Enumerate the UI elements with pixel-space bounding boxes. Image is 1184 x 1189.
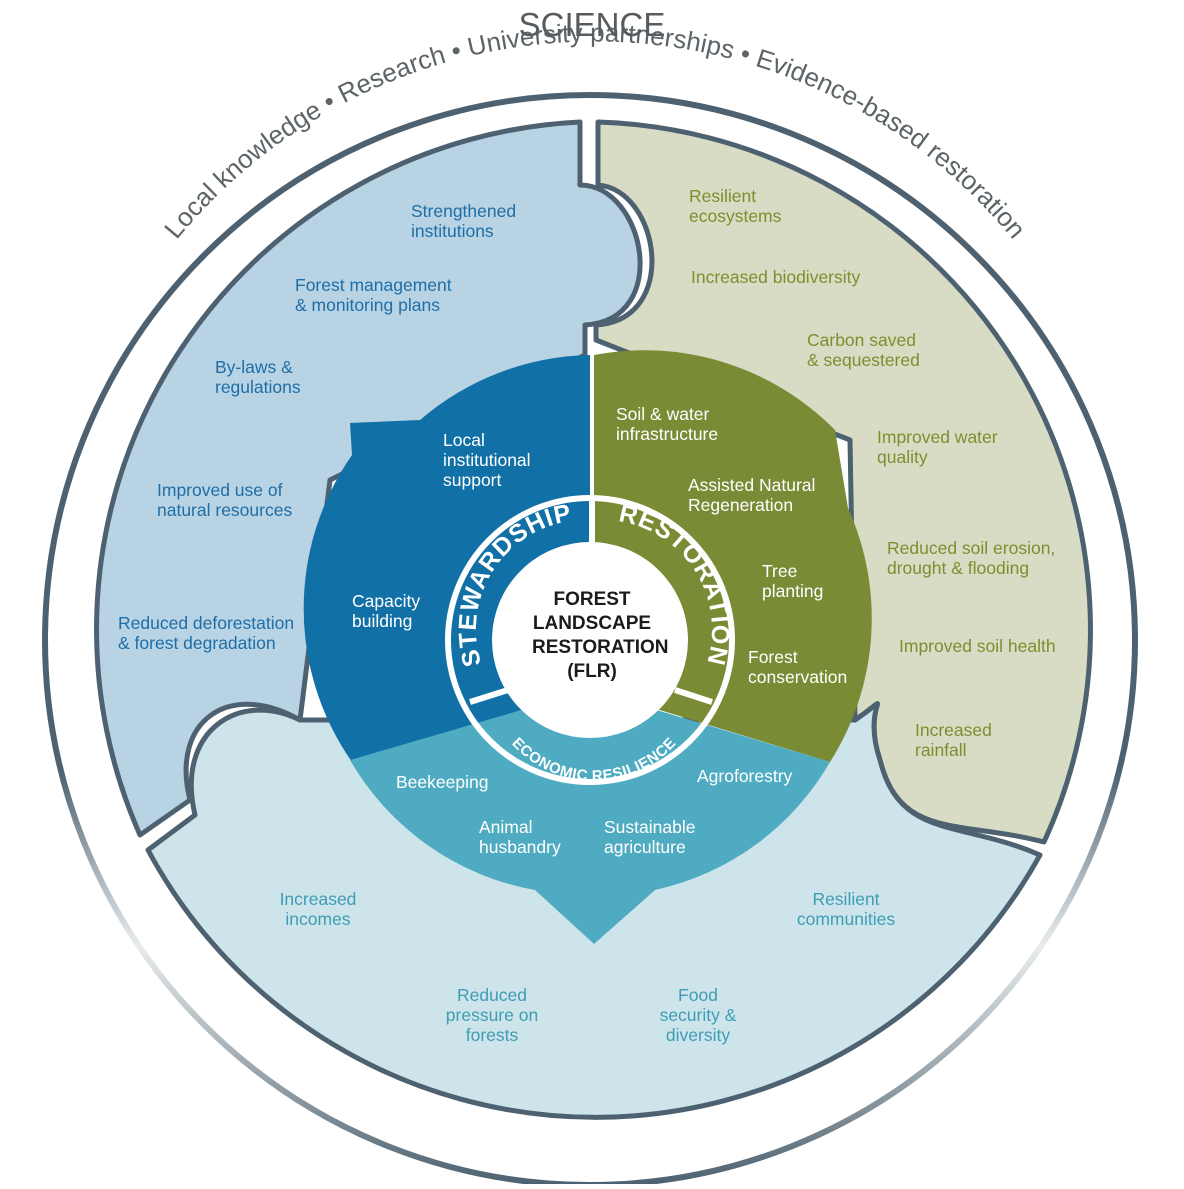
- restoration-outer-sector: [593, 119, 1093, 845]
- stew-outer-5: Reduced deforestation & forest degradati…: [118, 613, 295, 653]
- rest-inner-2: Assisted Natural Regeneration: [688, 475, 816, 515]
- rest-outer-1: Resilient ecosystems: [689, 186, 782, 226]
- rest-outer-5: Reduced soil erosion, drought & flooding: [887, 538, 1056, 578]
- rest-inner-1: Soil & water infrastructure: [616, 404, 719, 444]
- rest-inner-3: Tree planting: [762, 561, 824, 601]
- stew-inner-2: Capacity building: [352, 591, 421, 631]
- econ-outer-1: Increased incomes: [279, 889, 357, 929]
- rest-inner-4: Forest conservation: [748, 647, 848, 687]
- stewardship-outer-sector: [94, 119, 643, 838]
- economic-inner-sector: [350, 690, 830, 944]
- econ-outer-3: Reduced pressure on forests: [445, 985, 539, 1045]
- rest-outer-3: Carbon saved & sequestered: [807, 330, 920, 370]
- stew-outer-4: Improved use of natural resources: [157, 480, 293, 520]
- rest-outer-4: Improved water quality: [877, 427, 998, 467]
- rest-outer-2: Increased biodiversity: [691, 267, 861, 287]
- stew-outer-2: Forest management & monitoring plans: [295, 275, 452, 315]
- econ-inner-2: Agroforestry: [697, 766, 793, 786]
- econ-inner-1: Beekeeping: [396, 772, 489, 792]
- center-title: FOREST LANDSCAPE RESTORATION (FLR): [532, 589, 669, 682]
- rest-outer-7: Increased rainfall: [915, 720, 992, 760]
- science-title: SCIENCE: [518, 6, 666, 43]
- stew-outer-1: Strengthened institutions: [411, 201, 517, 241]
- econ-inner-3: Animal husbandry: [479, 817, 561, 857]
- econ-inner-4: Sustainable agriculture: [604, 817, 696, 857]
- rest-outer-6: Improved soil health: [899, 636, 1056, 656]
- econ-outer-2: Resilient communities: [796, 889, 896, 929]
- stew-inner-1: Local institutional support: [443, 430, 531, 490]
- econ-outer-4: Food security & diversity: [659, 985, 737, 1045]
- stew-outer-3: By-laws & regulations: [215, 357, 301, 397]
- center-disc: [492, 542, 688, 738]
